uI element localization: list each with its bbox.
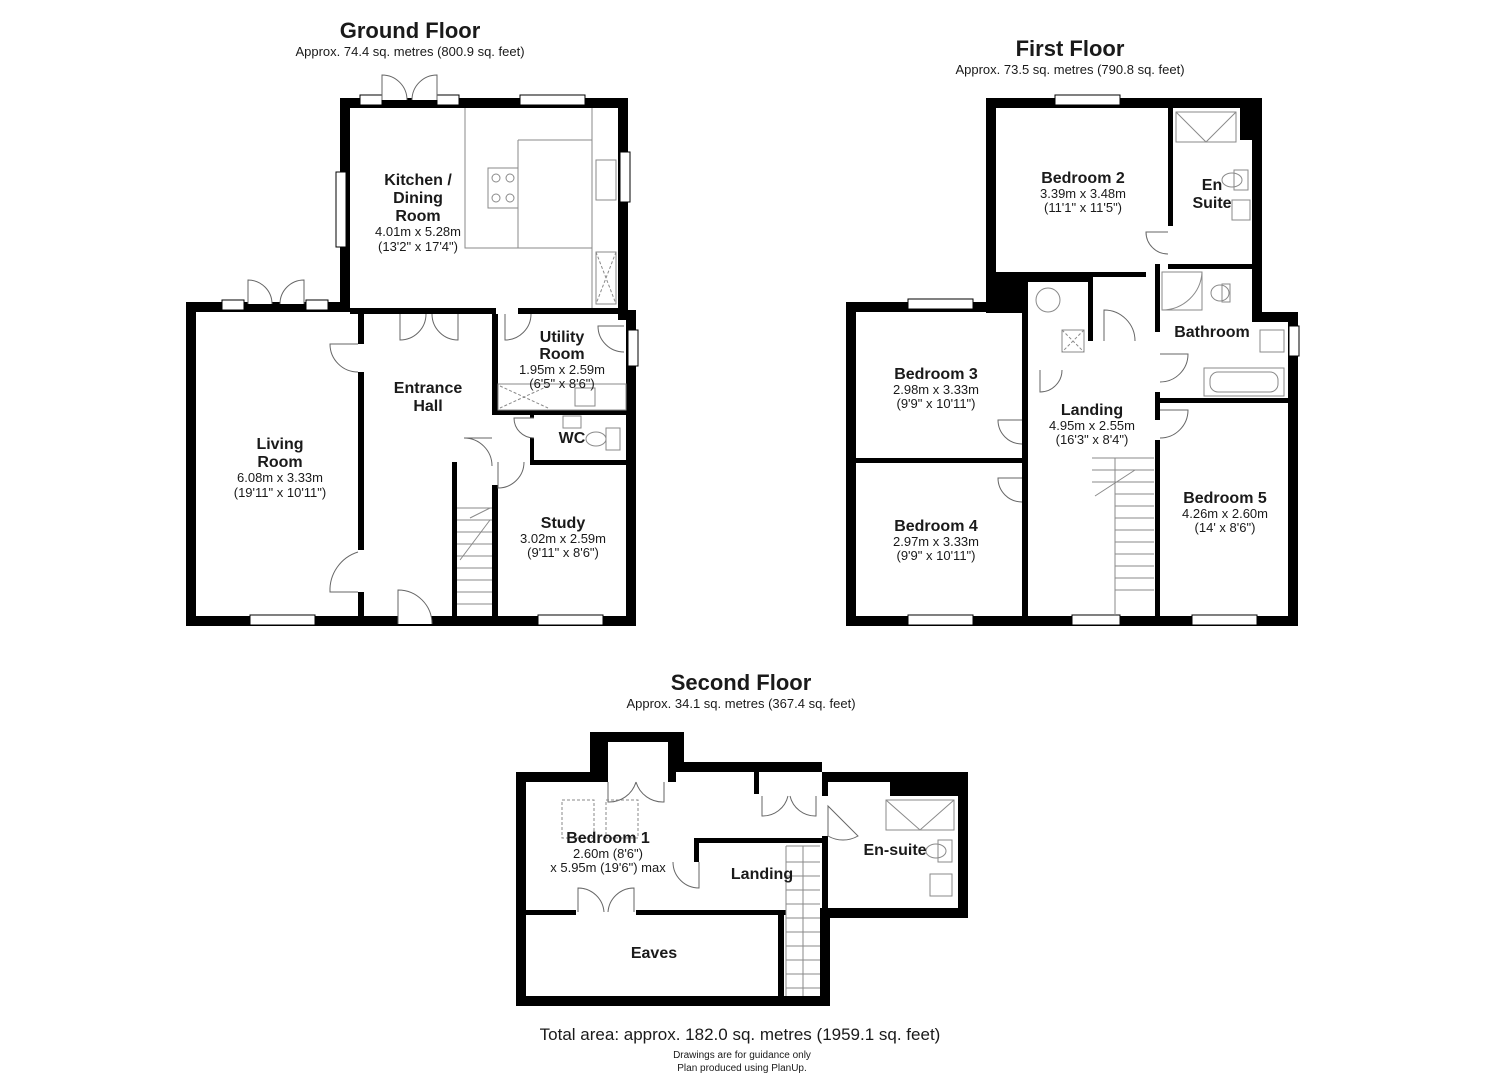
room-bed4-dim: 2.97m x 3.33m [893,534,979,549]
ground-floor-plan [186,74,639,626]
room-living-name: Living [256,436,303,453]
room-bed2-imperial: (11'1" x 11'5") [1044,200,1122,215]
room-landing-name: Landing [1061,402,1123,419]
room-kitchen-name-3: Room [395,208,440,225]
first-floor-title: First Floor [1016,36,1125,61]
room-utility-name: Utility [540,329,585,346]
room-living-dim: 6.08m x 3.33m [237,470,323,485]
room-landing-dim: 4.95m x 2.55m [1049,418,1135,433]
room-kitchen-name-2: Dining [393,190,443,207]
room-kitchen-name: Kitchen / [384,172,452,189]
room-ensuite2-name: En-suite [863,842,926,859]
room-study-imperial: (9'11" x 8'6") [527,545,599,560]
room-bed4-name: Bedroom 4 [894,518,978,535]
room-entrance-name-2: Hall [413,398,442,415]
ground-wall [350,308,496,314]
planup-note: Plan produced using PlanUp. [677,1063,807,1074]
first-outer-wall [846,98,1298,626]
room-study-dim: 3.02m x 2.59m [520,531,606,546]
room-kitchen-dim: 4.01m x 5.28m [375,224,461,239]
ground-floor-area: Approx. 74.4 sq. metres (800.9 sq. feet) [295,44,524,59]
room-ensuite-name: En [1202,177,1222,194]
room-study-name: Study [541,515,586,532]
total-area: Total area: approx. 182.0 sq. metres (19… [540,1025,941,1044]
room-bed2-dim: 3.39m x 3.48m [1040,186,1126,201]
room-bed2-name: Bedroom 2 [1041,170,1125,187]
room-living-name-2: Room [257,454,302,471]
room-bed5-name: Bedroom 5 [1183,490,1267,507]
room-bed3-name: Bedroom 3 [894,366,978,383]
room-wc-name: WC [559,430,586,447]
room-bed3-dim: 2.98m x 3.33m [893,382,979,397]
room-landing-imperial: (16'3" x 8'4") [1056,432,1129,447]
room-utility-imperial: (6'5" x 8'6") [529,376,595,391]
room-utility-name-2: Room [539,346,584,363]
room-bed5-dim: 4.26m x 2.60m [1182,506,1268,521]
room-bed1-dim: 2.60m (8'6") [573,846,643,861]
room-bathroom-name: Bathroom [1174,324,1250,341]
room-kitchen-imperial: (13'2" x 17'4") [378,239,458,254]
second-floor-plan [516,732,968,1006]
room-eaves-name: Eaves [631,945,677,962]
room-bed1-name: Bedroom 1 [566,830,650,847]
room-bed1-dim-max: x 5.95m (19'6") max [550,860,666,875]
room-bed3-imperial: (9'9" x 10'11") [897,396,976,411]
guidance-note: Drawings are for guidance only [673,1050,811,1061]
room-ensuite-name-2: Suite [1192,195,1231,212]
room-bed5-imperial: (14' x 8'6") [1195,520,1256,535]
room-entrance-name: Entrance [394,380,463,397]
second-floor-area: Approx. 34.1 sq. metres (367.4 sq. feet) [626,696,855,711]
ground-floor-title: Ground Floor [340,18,481,43]
first-floor-plan [846,94,1300,626]
room-utility-dim: 1.95m x 2.59m [519,362,605,377]
first-floor-area: Approx. 73.5 sq. metres (790.8 sq. feet) [955,62,1184,77]
second-floor-title: Second Floor [671,670,812,695]
room-landing2-name: Landing [731,866,793,883]
room-bed4-imperial: (9'9" x 10'11") [897,548,976,563]
room-living-imperial: (19'11" x 10'11") [234,485,327,500]
